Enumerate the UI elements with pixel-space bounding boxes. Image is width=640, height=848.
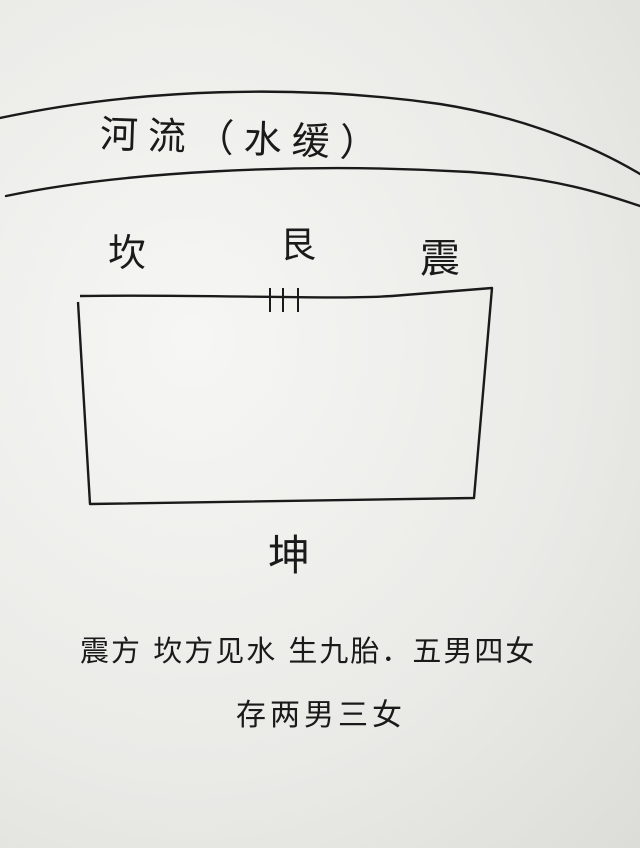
- river-label: 河流（水缓）: [99, 111, 389, 167]
- river-bank-lower: [4, 166, 640, 208]
- house-outline: [76, 286, 494, 506]
- note-line-2: 存两男三女: [236, 698, 406, 733]
- direction-label-kan: 坎: [108, 231, 147, 275]
- note-line-1: 震方 坎方见水 生九胎．五男四女: [80, 634, 537, 668]
- direction-label-gen: 艮: [280, 225, 317, 266]
- river-bank-upper: [0, 90, 640, 176]
- direction-label-kun: 坤: [268, 531, 311, 580]
- direction-label-zhen: 震: [420, 236, 460, 282]
